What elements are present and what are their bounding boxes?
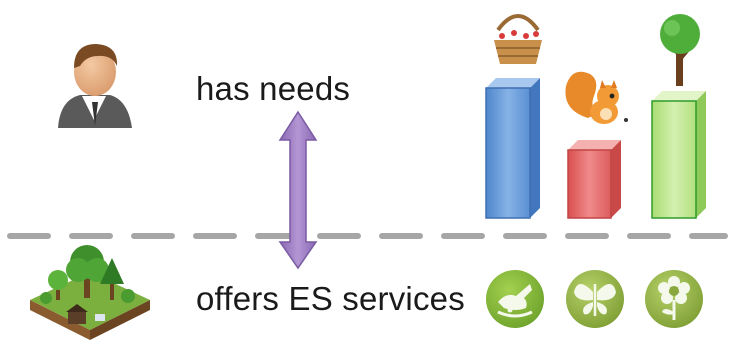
flower-badge-icon bbox=[645, 270, 703, 328]
double-arrow bbox=[278, 110, 318, 270]
bar-red bbox=[567, 140, 621, 219]
squirrel-icon bbox=[565, 71, 628, 124]
butterfly-badge-icon bbox=[566, 270, 624, 328]
offers-services-label: offers ES services bbox=[196, 280, 465, 317]
bar-green bbox=[651, 91, 706, 219]
tree-icon bbox=[660, 14, 700, 86]
bar-blue bbox=[485, 78, 540, 219]
person-icon bbox=[58, 44, 132, 128]
forest-landscape-icon bbox=[30, 245, 150, 340]
bird-nest-badge-icon bbox=[486, 270, 544, 328]
has-needs-label: has needs bbox=[196, 70, 351, 107]
picnic-basket-icon bbox=[492, 14, 544, 64]
